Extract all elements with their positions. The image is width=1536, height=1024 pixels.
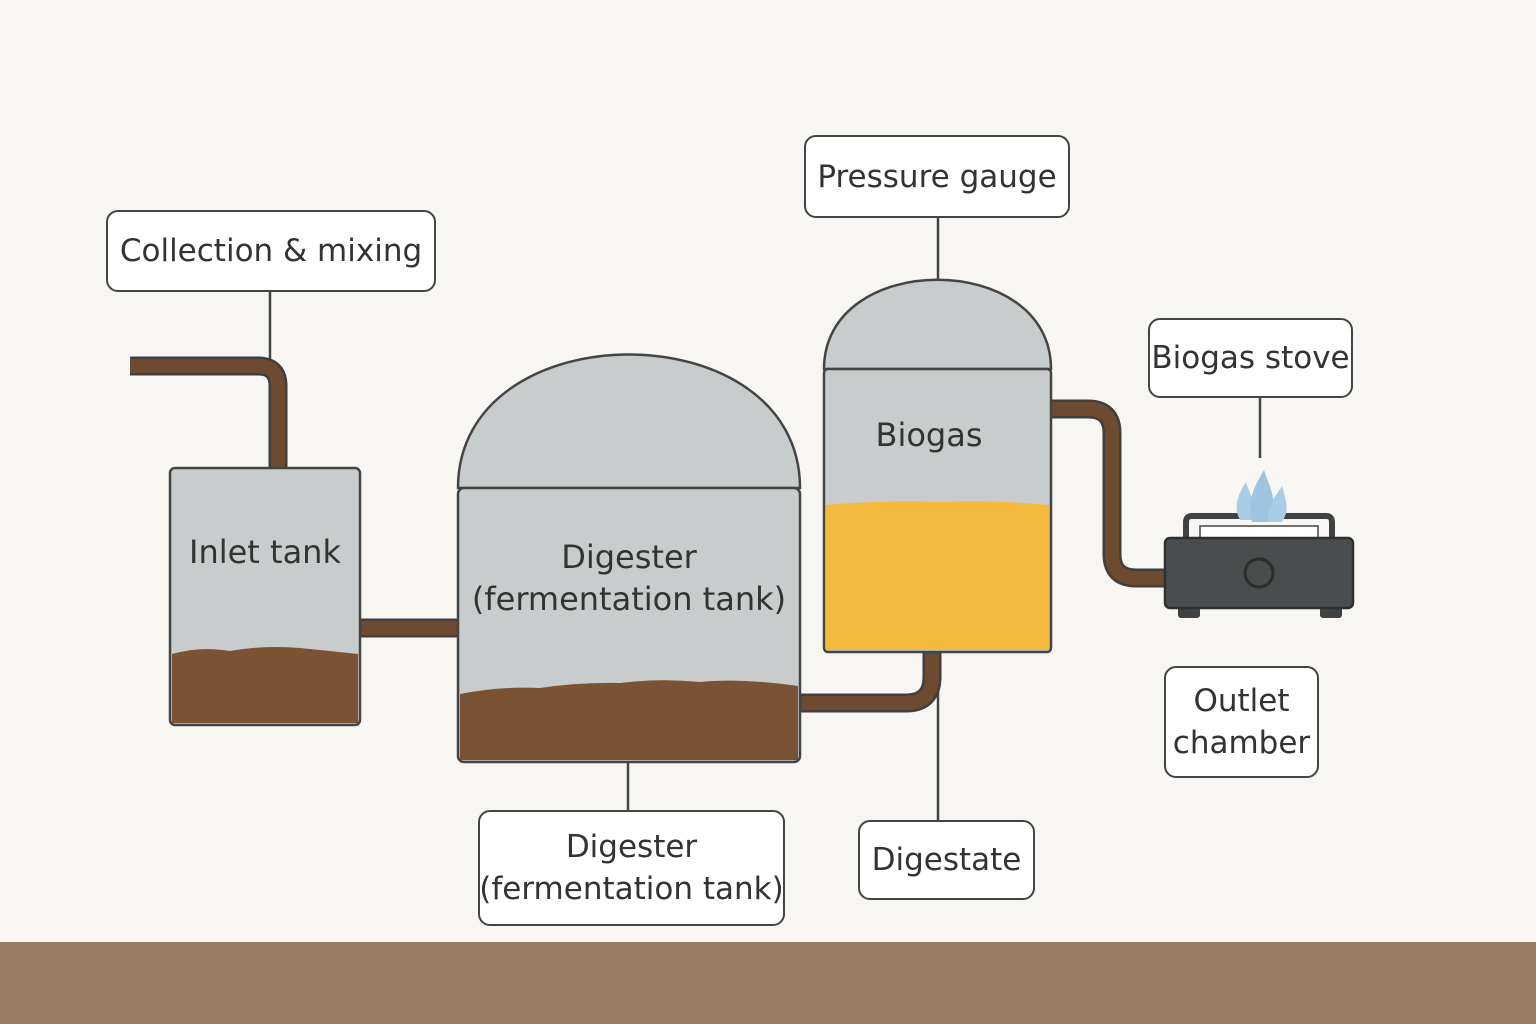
digester-bottom-label: Digester (fermentation tank) [478, 810, 785, 926]
digester-tank [456, 353, 802, 764]
inlet-tank-label: Inlet tank [189, 533, 341, 571]
biogas-stove [1163, 470, 1355, 618]
inlet-slurry [172, 647, 358, 723]
digester-dome [456, 353, 802, 490]
digestate-label: Digestate [858, 820, 1035, 900]
biogas-stove-label: Biogas stove [1148, 318, 1353, 398]
gas-holder-liquid [826, 501, 1049, 650]
outlet-chamber-label: Outlet chamber [1164, 666, 1319, 778]
inlet-tank [168, 466, 362, 727]
inlet-feed-pipe [130, 356, 288, 470]
stove-knob [1243, 557, 1275, 589]
gas-holder-dome [822, 278, 1053, 371]
digester-slurry [460, 680, 798, 760]
ground-strip [0, 942, 1536, 1024]
pressure-gauge-label: Pressure gauge [804, 135, 1070, 218]
collection-mixing-label: Collection & mixing [106, 210, 436, 292]
digester-inner-label: Digester (fermentation tank) [471, 538, 787, 618]
digester-to-gasholder-pipe [800, 652, 942, 713]
stove-body [1163, 536, 1355, 610]
biogas-label: Biogas [875, 416, 983, 454]
flame-icon [1236, 470, 1287, 522]
gas-pipe-to-stove [1050, 399, 1168, 588]
gas-holder [822, 278, 1053, 654]
